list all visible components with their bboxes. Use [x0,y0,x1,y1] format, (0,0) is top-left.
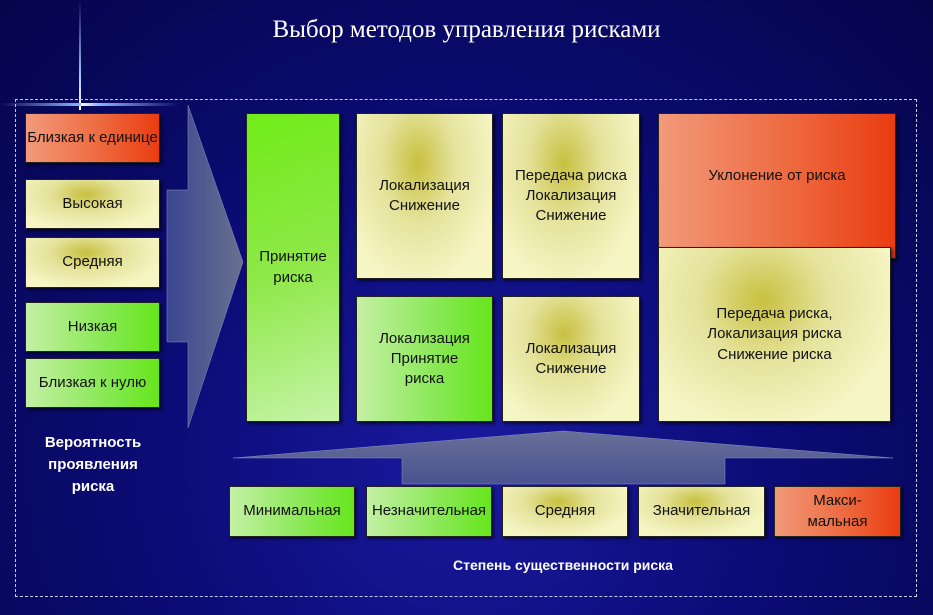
method-transfer-localize-reduce: Передача риска Локализация Снижение [502,113,640,279]
method-localize-reduce-bottom: Локализация Снижение [502,296,640,422]
probability-level-low: Низкая [25,302,160,352]
method-localize-accept: Локализация Принятие риска [356,296,493,422]
light-flare-horizontal [0,103,180,106]
severity-level-minimal: Минимальная [229,486,355,537]
up-arrow [232,430,894,485]
method-accept: Принятие риска [246,113,340,422]
severity-axis-label: Степень существенности риска [453,557,673,573]
method-localize-reduce-top: Локализация Снижение [356,113,493,279]
probability-level-medium: Средняя [25,237,160,288]
diagram-frame [15,99,917,597]
probability-level-high: Высокая [25,179,160,229]
severity-level-insignificant: Незначительная [366,486,492,537]
right-arrow [166,104,244,429]
probability-level-near-one: Близкая к единице [25,113,160,163]
severity-level-medium: Средняя [502,486,628,537]
probability-level-near-zero: Близкая к нулю [25,358,160,408]
method-avoid: Уклонение от риска [658,113,896,259]
probability-axis-label: Вероятность проявления риска [44,434,142,495]
method-transfer-full: Передача риска, Локализация риска Снижен… [658,247,891,422]
light-flare-vertical [79,0,81,110]
severity-level-significant: Значительная [638,486,765,537]
slide-title: Выбор методов управления рисками [272,16,661,43]
severity-level-maximal: Макси-мальная [774,486,901,537]
